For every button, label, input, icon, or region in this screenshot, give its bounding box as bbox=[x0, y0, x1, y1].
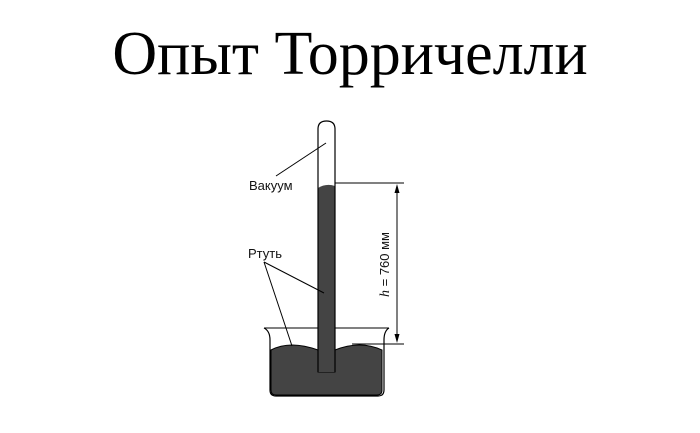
diagram-title: Опыт Торричелли bbox=[112, 20, 588, 88]
vacuum-label: Вакуум bbox=[249, 178, 293, 193]
glass-tube bbox=[317, 120, 336, 372]
mercury-leader-line-tube bbox=[263, 261, 325, 294]
height-value: = 760 мм bbox=[377, 232, 392, 290]
mercury-leader-line-beaker bbox=[263, 261, 293, 347]
height-label: h = 760 мм bbox=[377, 232, 393, 297]
arrow-up-icon bbox=[394, 184, 400, 193]
beaker bbox=[263, 327, 390, 397]
mercury-label: Ртуть bbox=[248, 246, 282, 261]
beaker-mercury bbox=[270, 344, 383, 396]
arrow-down-icon bbox=[394, 334, 400, 343]
tube-mercury bbox=[318, 184, 335, 372]
height-variable: h bbox=[378, 290, 393, 297]
vacuum-leader-line bbox=[275, 142, 327, 177]
